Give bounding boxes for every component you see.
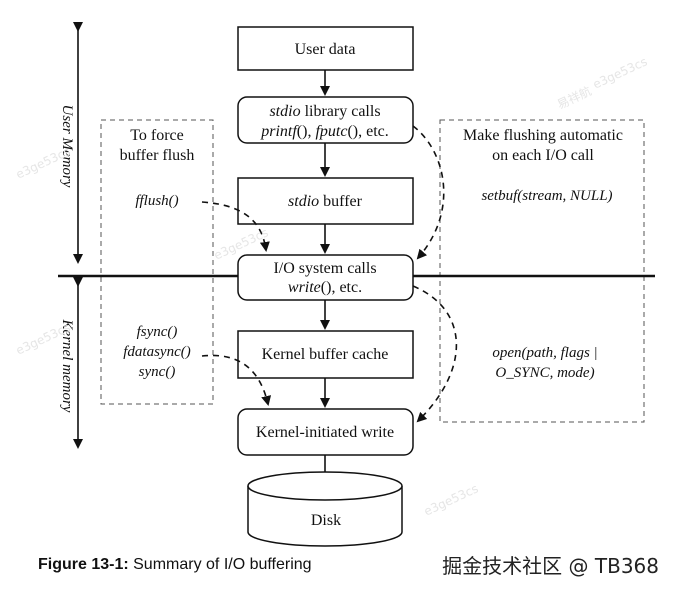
stdio-buffer-stdio-word: stdio [288,193,319,210]
open-label-line2: O_SYNC, mode) [495,365,594,381]
auto-flush-title-line2: on each I/O call [492,147,594,164]
fsync-flush-arrow [201,354,272,406]
disk-text: Disk [311,512,341,529]
disk-cylinder [247,471,403,547]
user-data-box [237,26,414,71]
force-flush-title-line1: To force [130,127,184,144]
stdio-calls-box [237,96,414,144]
force-flush-title-line2: buffer flush [120,147,195,164]
kernel-write-box [237,408,414,456]
site-watermark: 掘金技术社区 @ TB368 [442,554,659,578]
stdio-calls-line1: stdio library calls [269,103,380,120]
sync-label: sync() [139,364,176,380]
stdio-calls-stdio-word: stdio [269,103,300,120]
open-label-line1: open(path, flags | [492,345,597,361]
io-calls-box [237,254,414,301]
fsync-label: fsync() [137,324,178,340]
fflush-flush-arrow [201,201,270,252]
kernel-memory-label: Kernel memory [59,319,75,413]
osync-auto-flush-arrow [412,285,458,423]
fflush-label: fflush() [135,193,178,209]
io-calls-line1: I/O system calls [273,260,376,277]
setbuf-label: setbuf(stream, NULL) [481,188,612,204]
setbuf-auto-flush-arrow [412,125,445,260]
figure-caption: Figure 13-1: Summary of I/O buffering [38,556,312,574]
kernel-cache-text: Kernel buffer cache [262,346,389,363]
printf-suffix: (), [297,123,316,140]
stdio-calls-line2: printf(), fputc(), etc. [260,123,389,140]
user-data-text: User data [295,41,356,58]
fputc-suffix: (), etc. [347,123,388,140]
user-memory-axis: User Memory [59,22,83,264]
io-calls-line2: write(), etc. [288,279,362,296]
stdio-buffer-box [237,177,414,225]
stdio-buffer-rest: buffer [319,193,362,210]
user-memory-label: User Memory [59,105,75,188]
auto-flush-panel [439,119,645,423]
kernel-memory-axis: Kernel memory [59,277,83,449]
force-flush-panel [100,119,214,405]
auto-flush-title-line1: Make flushing automatic [463,127,623,144]
figure-caption-label: Figure 13-1: [38,556,129,573]
fputc-word: fputc [315,123,347,140]
figure-caption-text: Summary of I/O buffering [128,556,312,573]
write-word: write [288,279,321,296]
kernel-cache-box [237,330,414,379]
fdatasync-label: fdatasync() [123,344,190,360]
stdio-buffer-text: stdio buffer [288,193,363,210]
stdio-calls-rest: library calls [301,103,381,120]
printf-word: printf [260,123,299,140]
write-suffix: (), etc. [321,279,362,296]
kernel-write-text: Kernel-initiated write [256,424,394,441]
